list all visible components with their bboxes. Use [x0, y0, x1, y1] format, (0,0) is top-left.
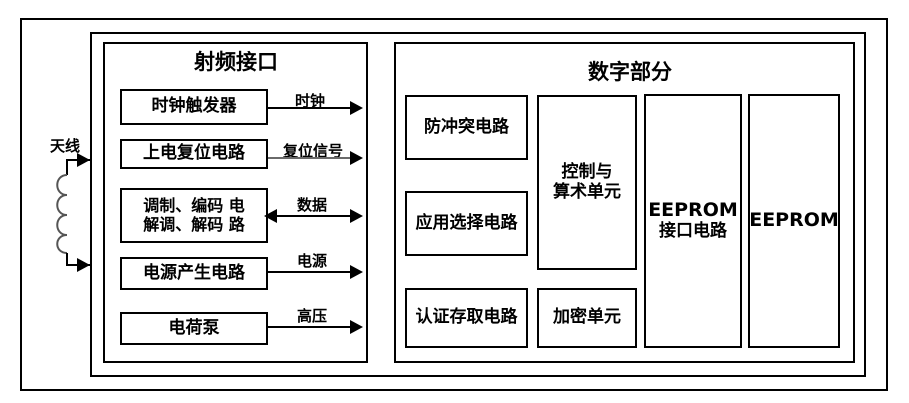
antenna-top-arrow [77, 153, 90, 167]
rf-block-label: 电源产生电路 [143, 262, 245, 283]
rf-section-title: 射频接口 [194, 50, 278, 74]
signal-arrow-high-voltage [350, 320, 363, 334]
signal-line-high-voltage [268, 326, 356, 328]
signal-arrow-data-left [264, 209, 277, 223]
digital-block-eeprom: EEPROM [748, 94, 840, 348]
digital-block-auth-access: 认证存取电路 [405, 288, 528, 348]
digital-block-encryption-unit: 加密单元 [537, 288, 637, 348]
signal-arrow-reset [350, 151, 363, 165]
digital-block-label: 防冲突电路 [424, 116, 509, 137]
rf-block-label-line1: 调制、编码 电 [143, 196, 245, 216]
signal-line-clock [268, 107, 356, 109]
antenna-coil-icon [56, 160, 68, 265]
digital-block-eeprom-interface: EEPROM 接口电路 [644, 94, 742, 348]
digital-section-title: 数字部分 [588, 60, 672, 84]
rf-section-box [103, 42, 368, 363]
digital-block-label-line1: EEPROM [648, 199, 738, 222]
digital-block-label-line2: 算术单元 [553, 181, 621, 202]
digital-block-control-arithmetic-unit: 控制与 算术单元 [537, 95, 637, 270]
digital-block-anticollision: 防冲突电路 [405, 95, 528, 160]
rf-block-label-line2: 解调、解码 路 [143, 214, 245, 234]
rf-block-power-on-reset: 上电复位电路 [120, 139, 268, 169]
signal-line-power [268, 271, 356, 273]
chip-outer-frame [20, 18, 888, 391]
signal-arrow-power [350, 265, 363, 279]
digital-section-box [394, 42, 855, 363]
rf-block-power-generation: 电源产生电路 [120, 257, 268, 290]
signal-arrow-data-right [350, 209, 363, 223]
signal-label-data: 数据 [296, 196, 328, 214]
signal-label-clock: 时钟 [294, 92, 326, 110]
rf-block-label: 时钟触发器 [151, 96, 237, 117]
digital-block-label: 应用选择电路 [415, 212, 518, 233]
digital-block-application-select: 应用选择电路 [405, 191, 528, 256]
rf-block-charge-pump: 电荷泵 [120, 312, 268, 345]
digital-block-label: 加密单元 [553, 307, 621, 328]
rf-block-modulation-coding: 调制、编码 电 解调、解码 路 [120, 188, 268, 243]
signal-label-high-voltage: 高压 [296, 307, 328, 325]
signal-arrow-clock [350, 101, 363, 115]
chip-inner-frame [90, 32, 866, 377]
signal-line-reset [268, 157, 356, 159]
antenna-bottom-arrow [77, 258, 90, 272]
rf-block-clock-trigger: 时钟触发器 [120, 89, 268, 125]
digital-block-label: 认证存取电路 [415, 307, 518, 328]
signal-label-power: 电源 [296, 252, 328, 270]
signal-label-reset: 复位信号 [282, 142, 344, 160]
signal-line-data [272, 215, 354, 217]
rf-block-label: 上电复位电路 [143, 143, 245, 164]
digital-block-label: EEPROM [749, 209, 839, 232]
digital-block-label-line2: 接口电路 [659, 221, 727, 242]
rf-block-label: 电荷泵 [168, 317, 220, 338]
antenna-label: 天线 [50, 137, 81, 155]
digital-block-label-line1: 控制与 [561, 161, 613, 182]
